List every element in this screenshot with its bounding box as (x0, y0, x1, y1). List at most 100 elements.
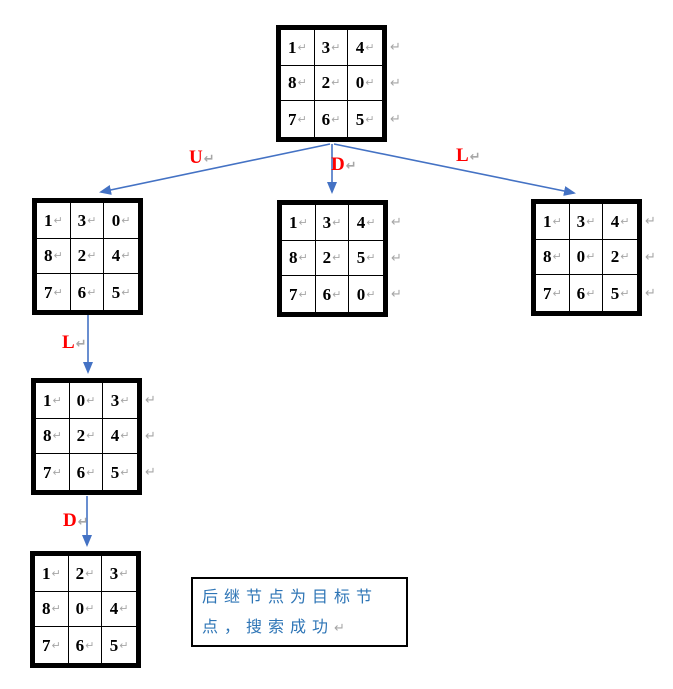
move-letter: L (62, 332, 75, 353)
puzzle-cell: 2↵ (69, 418, 104, 455)
return-mark-icon: ↵ (552, 214, 562, 228)
return-mark-icon: ↵ (120, 429, 130, 443)
puzzle-cell: 5↵ (104, 274, 138, 310)
move-letter: U (189, 147, 203, 168)
return-mark-icon: ↵ (365, 112, 375, 126)
return-mark-icon: ↵ (297, 40, 307, 54)
return-mark-icon: ↵ (586, 214, 596, 228)
puzzle-grid-after-up: 1↵3↵0↵8↵2↵4↵7↵6↵5↵ (32, 198, 143, 315)
cell-value: 4 (110, 426, 120, 446)
cell-value: 4 (111, 246, 121, 266)
return-mark-icon: ↵ (620, 286, 630, 300)
return-mark-icon: ↵ (366, 215, 376, 229)
puzzle-cell: 5↵ (103, 454, 137, 490)
cell-value: 4 (356, 212, 366, 232)
puzzle-cell: 3↵ (102, 556, 136, 592)
cell-value: 7 (41, 635, 51, 655)
puzzle-cell: 6↵ (316, 276, 350, 312)
return-mark-icon: ↵ (145, 428, 156, 444)
cell-value: 6 (75, 635, 85, 655)
row-end-marks: ↵↵↵ (645, 204, 661, 311)
puzzle-cell: 8↵ (281, 65, 315, 102)
cell-value: 1 (288, 212, 298, 232)
return-mark-icon: ↵ (120, 393, 130, 407)
puzzle-cell: 6↵ (71, 274, 105, 310)
return-mark-icon: ↵ (620, 214, 630, 228)
cell-value: 3 (77, 210, 87, 230)
cell-value: 3 (109, 563, 119, 583)
edge-label-left-2: L↵ (62, 333, 87, 352)
return-mark-icon: ↵ (298, 251, 308, 265)
cell-value: 3 (322, 212, 332, 232)
puzzle-cell: 3↵ (103, 383, 137, 419)
puzzle-cell: 2↵ (70, 238, 105, 275)
cell-value: 7 (43, 282, 53, 302)
puzzle-cell: 8↵ (36, 418, 70, 455)
cell-value: 0 (576, 247, 586, 267)
edge-up (99, 143, 331, 195)
puzzle-cell: 0↵ (349, 276, 383, 312)
puzzle-cell: 4↵ (102, 592, 136, 628)
puzzle-cell: 2↵ (603, 240, 637, 276)
return-mark-icon: ↵ (552, 286, 562, 300)
puzzle-cell: 0↵ (69, 383, 104, 419)
return-mark-icon: ↵ (145, 393, 156, 409)
cell-value: 8 (41, 599, 51, 619)
return-mark-icon: ↵ (51, 566, 61, 580)
cell-value: 6 (76, 462, 86, 482)
cell-value: 8 (43, 246, 53, 266)
return-mark-icon: ↵ (298, 287, 308, 301)
cell-value: 5 (356, 248, 366, 268)
cell-value: 4 (355, 37, 365, 57)
puzzle-cell: 1↵ (281, 30, 315, 66)
puzzle-grid-after-up-left: 1↵0↵3↵8↵2↵4↵7↵6↵5↵ (31, 378, 142, 495)
cell-value: 4 (109, 599, 119, 619)
note-line: 后继节点为目标节 (202, 589, 379, 606)
cell-value: 5 (109, 635, 119, 655)
return-mark-icon: ↵ (51, 638, 61, 652)
cell-value: 4 (610, 211, 620, 231)
cell-value: 7 (287, 109, 297, 129)
return-mark-icon: ↵ (391, 250, 402, 266)
cell-value: 6 (77, 282, 87, 302)
puzzle-cell: 6↵ (69, 627, 103, 663)
return-mark-icon: ↵ (85, 638, 95, 652)
return-mark-icon: ↵ (87, 285, 97, 299)
puzzle-cell: 3↵ (315, 205, 350, 241)
return-mark-icon: ↵ (365, 40, 375, 54)
puzzle-cell: 3↵ (70, 203, 105, 239)
puzzle-cell: 7↵ (281, 101, 315, 137)
success-note-box: 后继节点为目标节 点，搜索成功↵ (191, 577, 408, 647)
cell-value: 3 (321, 37, 331, 57)
return-mark-icon: ↵ (75, 337, 87, 352)
cell-value: 8 (542, 247, 552, 267)
return-mark-icon: ↵ (552, 250, 562, 264)
puzzle-grid-goal: 1↵2↵3↵8↵0↵4↵7↵6↵5↵ (30, 551, 141, 668)
return-mark-icon: ↵ (53, 249, 63, 263)
puzzle-cell: 1↵ (35, 556, 69, 592)
cell-value: 7 (42, 462, 52, 482)
return-mark-icon: ↵ (86, 393, 96, 407)
puzzle-cell: 4↵ (348, 30, 382, 66)
return-mark-icon: ↵ (331, 76, 341, 90)
cell-value: 2 (610, 247, 620, 267)
return-mark-icon: ↵ (121, 285, 131, 299)
return-mark-icon: ↵ (121, 249, 131, 263)
return-mark-icon: ↵ (297, 112, 307, 126)
return-mark-icon: ↵ (332, 215, 342, 229)
cell-value: 3 (576, 211, 586, 231)
return-mark-icon: ↵ (334, 621, 345, 636)
puzzle-cell: 5↵ (349, 241, 383, 277)
cell-value: 8 (287, 73, 297, 93)
cell-value: 8 (42, 426, 52, 446)
puzzle-cell: 8↵ (536, 239, 570, 276)
puzzle-cell: 1↵ (282, 205, 316, 241)
note-line: 点，搜索成功↵ (202, 613, 397, 643)
puzzle-cell: 8↵ (37, 238, 71, 275)
puzzle-cell: 0↵ (348, 66, 382, 102)
return-mark-icon: ↵ (85, 566, 95, 580)
puzzle-cell: 1↵ (536, 204, 570, 240)
puzzle-cell: 5↵ (102, 627, 136, 663)
puzzle-cell: 7↵ (35, 627, 69, 663)
